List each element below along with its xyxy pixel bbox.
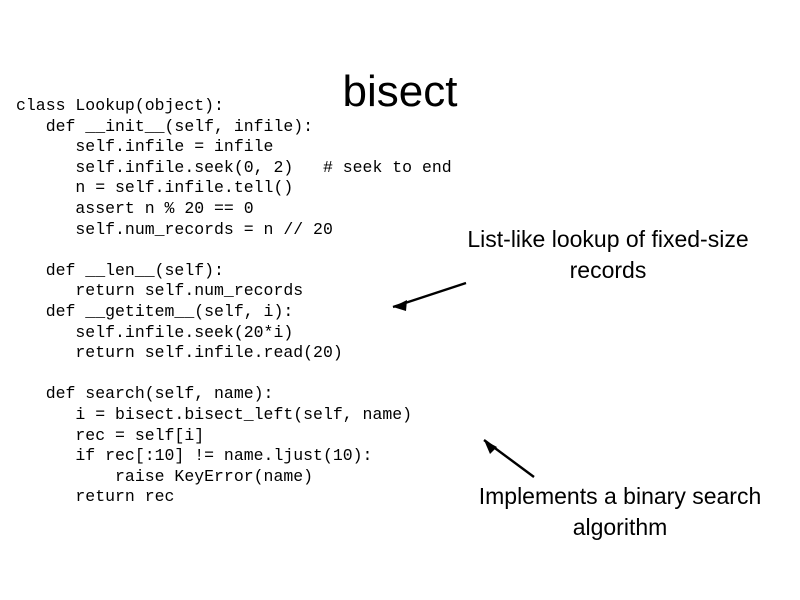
code-block: class Lookup(object): def __init__(self,… [16,96,452,507]
page-title: bisect [342,67,458,116]
callout-binary-search: Implements a binary search algorithm [478,483,762,540]
callout-list-like-lookup: List-like lookup of fixed-size records [467,226,749,283]
